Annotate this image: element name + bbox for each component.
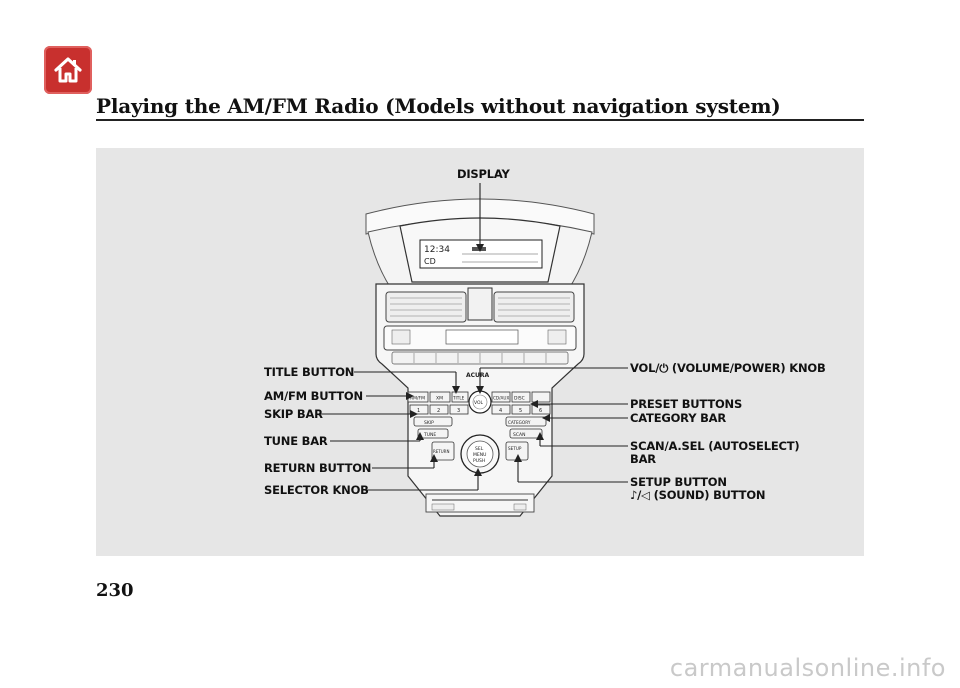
svg-text:DISC: DISC (514, 396, 525, 402)
category-bar (505, 416, 547, 427)
title-divider (96, 119, 864, 121)
svg-text:MENU: MENU (473, 452, 486, 458)
scan-bar (509, 428, 543, 439)
callout-amfm-button: AM/FM BUTTON (264, 389, 363, 403)
callout-title-button: TITLE BUTTON (264, 365, 355, 379)
svg-text:6: 6 (539, 408, 542, 414)
svg-text:CATEGORY: CATEGORY (508, 420, 531, 425)
callout-return-button: RETURN BUTTON (264, 461, 372, 475)
tune-bar (417, 428, 449, 439)
svg-text:TUNE: TUNE (423, 432, 436, 438)
callout-setup-button: SETUP BUTTON (630, 475, 727, 489)
callout-scan-bar: SCAN/A.SEL (AUTOSELECT) (630, 439, 800, 453)
left-air-vent (385, 291, 467, 323)
preset-buttons: 1 2 3 4 5 6 (409, 404, 551, 415)
svg-text:SKIP: SKIP (424, 420, 434, 426)
page-title: Playing the AM/FM Radio (Models without … (96, 94, 781, 118)
svg-text:1: 1 (417, 408, 420, 414)
xm-button (429, 391, 451, 403)
svg-text:SCAN: SCAN (513, 432, 525, 438)
svg-text:XM: XM (436, 396, 443, 402)
svg-text:VOL: VOL (474, 400, 484, 406)
eject-button (531, 391, 551, 403)
svg-text:TITLE: TITLE (452, 396, 465, 401)
svg-text:SEL: SEL (475, 446, 484, 452)
callout-vol-knob: VOL/⏻ (VOLUME/POWER) KNOB (630, 361, 826, 375)
svg-text:SETUP: SETUP (508, 446, 522, 451)
home-button[interactable] (44, 46, 92, 94)
svg-text:RETURN: RETURN (433, 449, 449, 454)
cd-aux-button (491, 391, 511, 403)
callout-sound-button: ♪/◁ (SOUND) BUTTON (630, 488, 766, 502)
right-air-vent (493, 291, 575, 323)
svg-text:5: 5 (519, 408, 522, 414)
callout-tune-bar: TUNE BAR (264, 434, 328, 448)
home-icon (54, 57, 82, 83)
display-time-text: 12:34 (424, 245, 450, 255)
svg-text:2: 2 (437, 408, 440, 414)
svg-text:3: 3 (457, 408, 460, 414)
callout-selector-knob: SELECTOR KNOB (264, 483, 369, 497)
watermark: carmanualsonline.info (669, 654, 946, 682)
brand-logo-text: ACURA (466, 372, 490, 379)
callout-scan-bar-line2: BAR (630, 452, 656, 466)
title-button (451, 391, 469, 403)
callout-display: DISPLAY (457, 167, 510, 181)
page-number: 230 (96, 580, 134, 601)
disc-button (511, 391, 531, 403)
svg-text:PUSH: PUSH (473, 458, 485, 464)
display-src-text: CD (424, 257, 436, 266)
return-button (431, 441, 455, 461)
callout-skip-bar: SKIP BAR (264, 407, 323, 421)
skip-bar (413, 416, 453, 427)
svg-text:CD/AUX: CD/AUX (493, 396, 509, 401)
callout-category-bar: CATEGORY BAR (630, 411, 727, 425)
hazard-button (467, 287, 493, 321)
svg-text:4: 4 (499, 408, 502, 414)
callout-preset-buttons: PRESET BUTTONS (630, 397, 743, 411)
svg-text:AM/FM: AM/FM (410, 396, 425, 402)
